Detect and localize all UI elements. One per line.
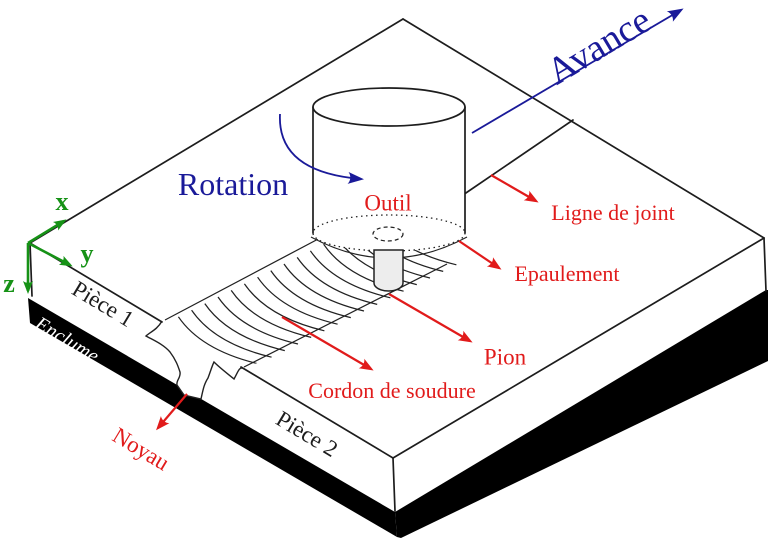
weld-bead-callout-arrow [281,316,374,371]
anvil-front-right-face [395,290,768,538]
striation-arc [309,250,391,299]
plate-front-left-face [30,243,395,511]
y-axis-arrow [27,241,73,267]
plate-corner-east [763,237,767,292]
tool-top-face [312,87,466,127]
nugget-callout-arrow [156,393,188,431]
y-axis-label: y [80,239,94,268]
plate-edge-ne [402,18,765,239]
plate-edge-sw-right [240,366,394,459]
weld-band-lower-boundary [243,263,448,368]
z-axis-label: z [3,269,15,298]
striation-arc [217,296,299,345]
shoulder-label: Epaulement [514,261,620,286]
plate-front-right-face [393,238,766,511]
rotation-label: Rotation [177,166,289,202]
striation-arc [270,270,351,319]
tool-pin [373,249,404,292]
striation-arc [243,283,325,332]
tool-body [313,107,465,251]
advance-arrow [471,8,684,134]
tool-label: Outil [364,190,412,216]
pin-label: Pion [483,344,527,370]
striation-arc [257,276,338,325]
weld-nugget-outline [144,320,244,400]
shoulder-callout-arrow [458,240,502,270]
striation-arc [283,263,365,312]
pin-callout-arrow [388,293,473,343]
weld-band-upper-boundary [164,236,323,321]
anvil-front-left-face [28,298,397,537]
plate-edge-se [392,237,765,459]
x-axis-arrow [27,219,67,245]
weld-bead-label: Cordon de soudure [308,378,476,403]
x-axis-label: x [55,187,69,216]
joint-line-callout-arrow [490,174,539,203]
striation-arc [204,303,285,352]
plate-corner-south [392,457,396,512]
striation-arc [191,309,272,358]
plate-edge-nw [29,18,404,244]
striation-arc [230,290,312,339]
joint-line [459,119,574,198]
rotation-arrow [279,113,364,184]
striation-arc [177,316,259,365]
pin-root-hidden-edge [372,226,404,242]
striation-arc [296,257,378,306]
joint-line-label: Ligne de joint [551,200,675,225]
